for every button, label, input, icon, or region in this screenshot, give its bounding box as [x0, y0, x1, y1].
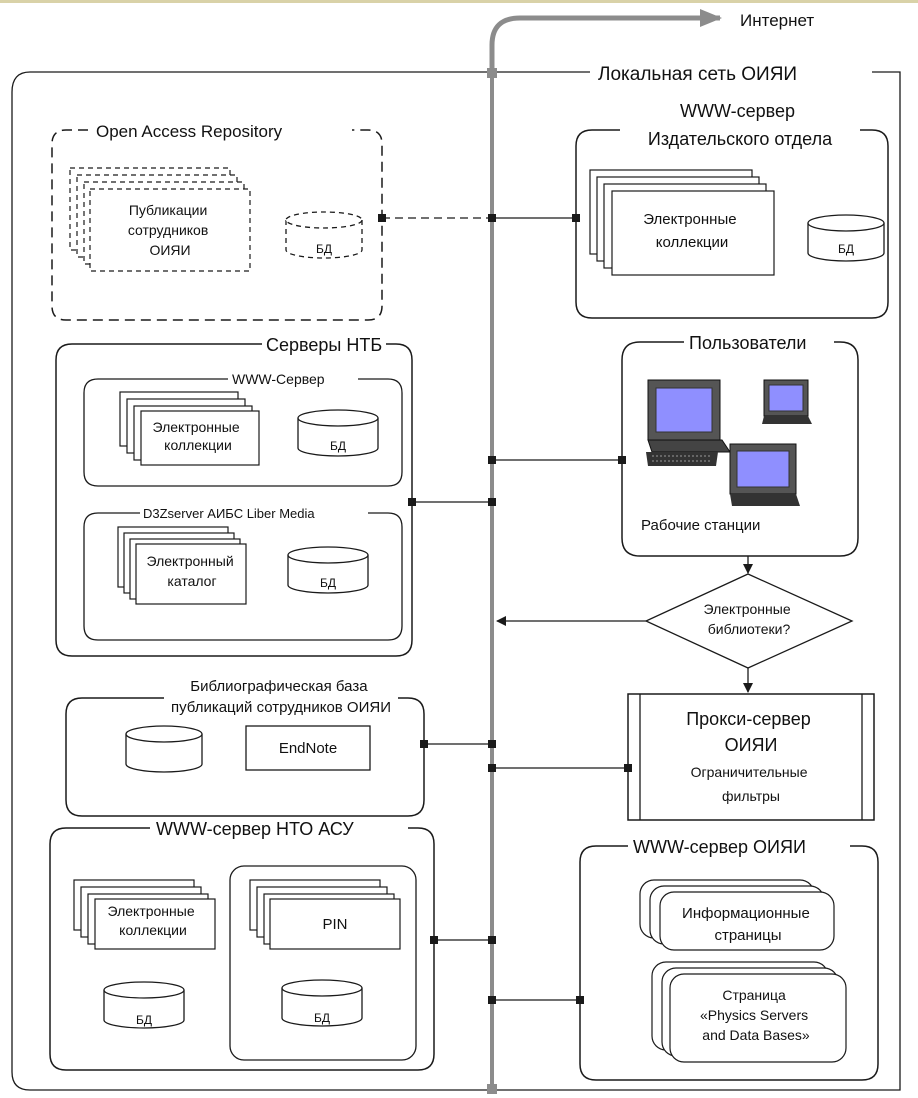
proxy-server-box — [627, 693, 875, 821]
ntb-www-db-label: БД — [330, 439, 346, 453]
local-network-label: Локальная сеть ОИЯИ — [598, 64, 797, 85]
nto-title: WWW-сервер НТО АСУ — [156, 819, 354, 839]
biblio-frame — [65, 697, 425, 817]
ntb-title: Серверы НТБ — [266, 335, 382, 355]
info-pages-stack — [639, 879, 835, 951]
nto-collection-stack — [73, 879, 216, 950]
physics-page-stack — [651, 961, 847, 1063]
nto-frame — [49, 827, 435, 1071]
publisher-frame — [575, 129, 889, 319]
backbone-node-bottom — [487, 1084, 497, 1094]
repository-frame — [51, 129, 383, 321]
ntb-d3z-frame — [83, 512, 403, 641]
decision-text: Электронные библиотеки? — [703, 601, 794, 637]
ntb-www-title: WWW-Сервер — [232, 371, 325, 387]
repository-db-label: БД — [316, 242, 332, 256]
top-border-strip — [0, 0, 918, 3]
nto-db-label: БД — [136, 1013, 152, 1027]
publisher-db-icon — [807, 214, 885, 262]
publisher-db-label: БД — [838, 242, 854, 256]
internet-label: Интернет — [740, 11, 814, 30]
internet-uplink-arrow — [489, 9, 722, 72]
ntb-d3z-db-icon — [287, 546, 369, 594]
ntb-d3z-catalog-text: Электронный каталог — [146, 553, 237, 589]
ntb-d3z-title: D3Zserver АИБС Liber Media — [143, 506, 315, 521]
proxy-title: Прокси-сервер ОИЯИ — [686, 709, 816, 755]
ntb-d3z-stack — [117, 526, 247, 605]
users-frame — [621, 341, 859, 557]
ntb-www-stack — [119, 391, 260, 466]
ntb-d3z-db-label: БД — [320, 576, 336, 590]
repository-title: Open Access Repository — [96, 122, 283, 141]
nto-pin-stack — [249, 879, 401, 950]
biblio-db-icon — [125, 725, 203, 773]
nto-db-icon — [103, 981, 185, 1029]
jinr-www-frame — [579, 845, 879, 1081]
endnote-label: EndNote — [279, 740, 337, 757]
backbone-node-top — [487, 68, 497, 78]
publisher-collections-text: Электронные коллекции — [643, 211, 741, 251]
info-pages-text: Информационные страницы — [682, 905, 814, 944]
local-network-frame — [11, 71, 901, 1091]
endnote-box — [245, 725, 371, 771]
nto-pin-label: PIN — [322, 916, 347, 933]
repository-db-icon — [285, 211, 363, 259]
nto-pin-db-label: БД — [314, 1011, 330, 1025]
publications-text: Публикации сотрудников ОИЯИ — [128, 202, 212, 258]
publisher-title: WWW-сервер Издательского отдела — [648, 101, 833, 149]
publication-stack — [69, 167, 251, 272]
workstation-computer-icon — [729, 443, 800, 506]
ntb-frame — [55, 343, 413, 657]
workstation-computer-icon — [646, 379, 731, 466]
physics-page-text: Страница «Physics Servers and Data Bases… — [700, 987, 812, 1043]
ntb-www-collections-text: Электронные коллекции — [152, 419, 243, 453]
nto-pin-db-icon — [281, 979, 363, 1027]
workstations-label: Рабочие станции — [641, 517, 760, 534]
proxy-filters: Ограничительные фильтры — [691, 764, 812, 804]
users-title: Пользователи — [689, 333, 806, 353]
ntb-www-frame — [83, 378, 403, 487]
biblio-title: Библиографическая база публикаций сотруд… — [171, 678, 391, 716]
nto-pin-frame — [229, 865, 417, 1061]
jinr-www-title: WWW-сервер ОИЯИ — [633, 837, 806, 857]
ntb-www-db-icon — [297, 409, 379, 457]
publisher-collection-stack — [589, 169, 775, 276]
nto-collections-text: Электронные коллекции — [107, 903, 198, 938]
workstation-computer-icon — [762, 379, 812, 424]
